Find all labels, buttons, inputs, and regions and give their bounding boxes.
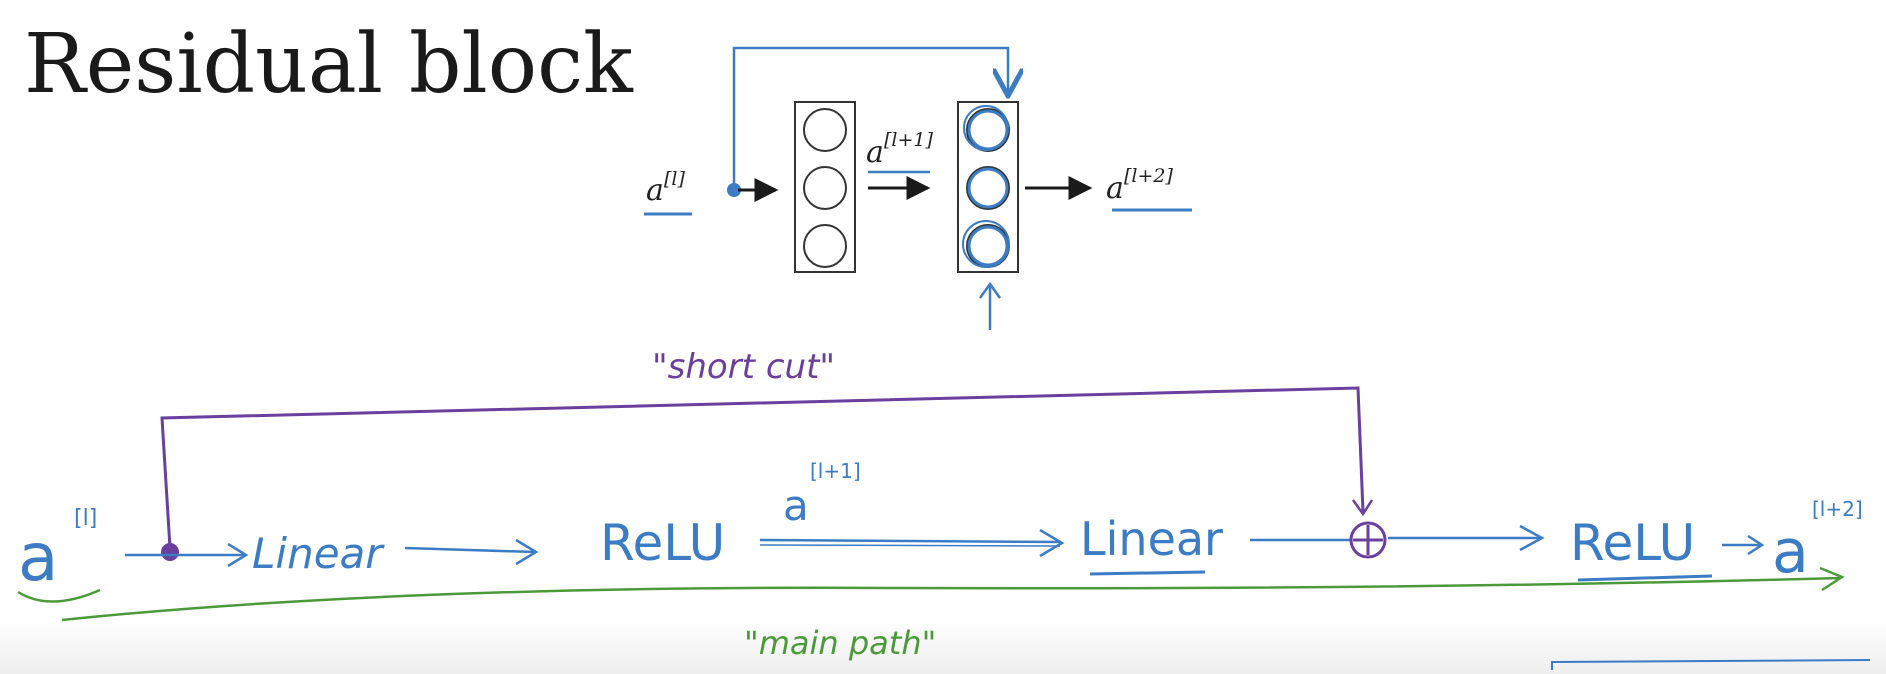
- layer2-neuron-1-scribble: [963, 105, 1009, 151]
- bottom-output-label: a: [1772, 517, 1809, 587]
- top-up-arrow-head: [978, 281, 1002, 299]
- arrow-to-linear-1-head: [227, 542, 249, 568]
- bottom-output-sup: [l+2]: [1812, 497, 1863, 521]
- arrow-to-linear-2: [759, 538, 1061, 544]
- node-relu-2: ReLU: [1570, 514, 1695, 572]
- arrow-to-relu-1-head: [515, 538, 539, 566]
- top-branch-dot: [727, 183, 741, 197]
- bottom-input-sup: [l]: [74, 506, 97, 531]
- sum-node: [1349, 521, 1387, 559]
- arrow-to-linear-2-head: [1039, 528, 1065, 558]
- top-middle-label: a: [866, 135, 884, 170]
- layer2-neuron-2: [966, 166, 1010, 210]
- shortcut-arrowhead: [1351, 499, 1374, 517]
- plus-icon: [1353, 525, 1383, 555]
- main-path-line: [61, 576, 1841, 622]
- layer2-neuron-3-highlight: [967, 225, 1009, 267]
- node-relu-1: ReLU: [600, 514, 725, 572]
- main-path-arrowhead: [1819, 566, 1845, 592]
- layer2-box: [957, 101, 1019, 273]
- bottom-mid-sup: [l+1]: [810, 459, 861, 483]
- layer1-neuron-2: [803, 166, 847, 210]
- arrow-to-output-head: [1747, 534, 1765, 556]
- top-network-diagram: a [l] a [l+1] a [l+2]: [644, 46, 1192, 330]
- layer2-neuron-1: [966, 108, 1010, 152]
- layer1-neuron-3: [803, 224, 847, 268]
- layer1-box: [794, 101, 856, 273]
- arrow-to-relu-1: [404, 546, 536, 554]
- top-skip-connection: [732, 46, 1008, 188]
- top-input-sup: [l]: [664, 168, 685, 190]
- relu-2-underline: [1577, 574, 1713, 582]
- bottom-handwritten-diagram: "short cut" a [l] Linear ReLU a [l+1] Li…: [17, 347, 1871, 670]
- arrow-to-linear-2-scribble: [759, 544, 1061, 547]
- corner-scribble: [1551, 659, 1871, 670]
- slide-title: Residual block: [24, 17, 634, 112]
- shortcut-path: [160, 386, 1365, 549]
- top-input-label: a: [646, 173, 664, 208]
- node-linear-1: Linear: [252, 529, 385, 578]
- arrow-to-relu-2-head: [1519, 524, 1545, 552]
- bottom-mid-label: a: [783, 481, 809, 530]
- shortcut-label: "short cut": [652, 347, 835, 387]
- linear-2-underline: [1089, 570, 1206, 576]
- layer1-neuron-1: [803, 108, 847, 152]
- bottom-input-label: a: [18, 519, 58, 596]
- layer2-neuron-2-highlight: [967, 167, 1009, 209]
- shortcut-branch-dot: [161, 543, 179, 561]
- main-path-label: "main path": [744, 624, 936, 662]
- input-green-bracket: [17, 588, 101, 603]
- top-middle-sup: [l+1]: [884, 129, 933, 151]
- top-output-label: a: [1106, 171, 1124, 206]
- node-linear-2: Linear: [1080, 512, 1223, 566]
- layer2-neuron-3-scribble: [962, 220, 1010, 268]
- top-output-sup: [l+2]: [1124, 165, 1173, 187]
